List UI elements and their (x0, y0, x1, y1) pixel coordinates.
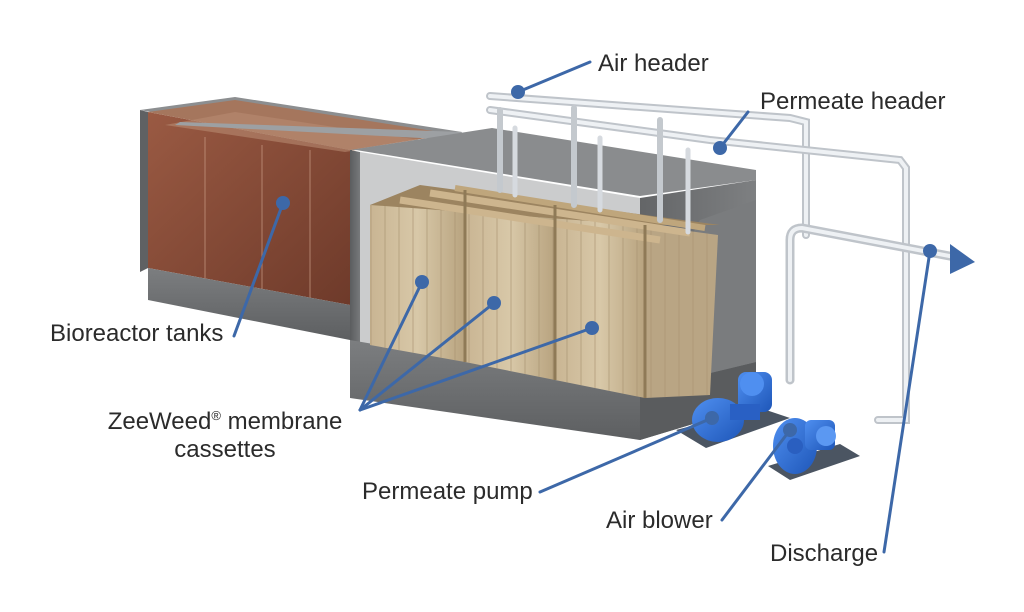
label-cassettes-membrane: membrane (220, 408, 343, 435)
label-permeate-header: Permeate header (760, 88, 946, 115)
air-blower (768, 418, 860, 480)
label-cassettes-brand: ZeeWeed (107, 408, 212, 435)
discharge-arrow (950, 244, 975, 274)
label-discharge: Discharge (770, 540, 879, 567)
piping (486, 92, 965, 424)
bioreactor-tank (140, 97, 462, 340)
label-membrane-cassettes: ZeeWeed® membrane cassettes (100, 402, 350, 464)
label-air-header: Air header (598, 50, 709, 77)
membrane-cassettes (370, 185, 720, 398)
label-cassettes-line2: cassettes (174, 436, 276, 463)
label-permeate-pump: Permeate pump (362, 478, 533, 505)
label-bioreactor-tanks: Bioreactor tanks (50, 320, 224, 347)
label-air-blower: Air blower (606, 507, 713, 534)
label-cassettes-line1: ZeeWeed® membrane (100, 402, 350, 436)
registered-mark: ® (211, 408, 221, 423)
callouts (232, 60, 937, 554)
